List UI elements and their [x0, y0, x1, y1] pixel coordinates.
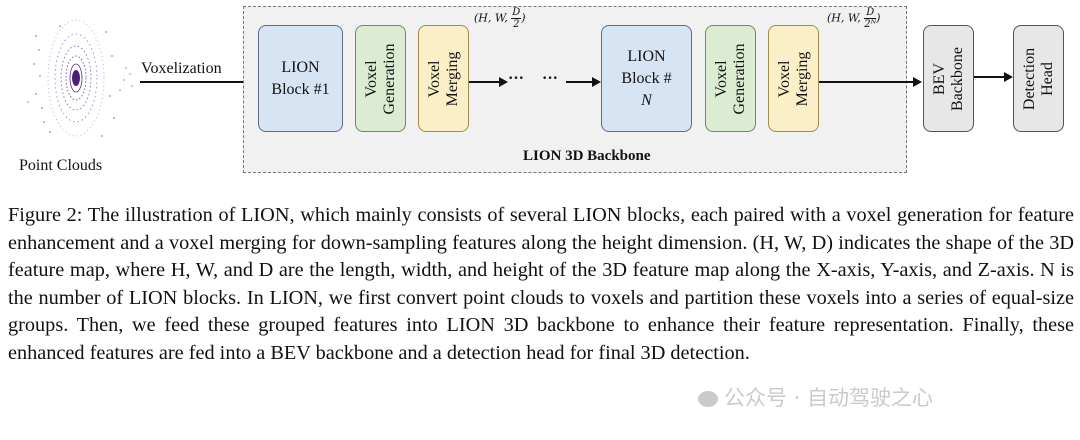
- ellipsis-arrow: [566, 77, 601, 87]
- figure-caption: Figure 2: The illustration of LION, whic…: [8, 202, 1074, 367]
- ellipsis-2: ···: [542, 70, 559, 87]
- ellipsis-1: ···: [508, 70, 525, 87]
- voxel-merging-1: Voxel Merging: [418, 25, 469, 132]
- detection-head: Detection Head: [1013, 25, 1064, 132]
- merging-1-arrow: [469, 77, 508, 87]
- caption-text: Figure 2: The illustration of LION, whic…: [8, 204, 1074, 364]
- watermark: 公众号 · 自动驾驶之心: [698, 382, 933, 412]
- point-cloud-image: [27, 19, 133, 137]
- point-clouds-label: Point Clouds: [19, 157, 103, 174]
- voxelization-label: Voxelization: [141, 60, 222, 77]
- voxelization-arrow: [140, 77, 257, 87]
- voxel-merging-n: Voxel Merging: [768, 25, 819, 132]
- bev-to-head-arrow: [974, 72, 1013, 82]
- voxel-generation-1: Voxel Generation: [355, 25, 406, 132]
- wechat-icon: [698, 391, 718, 407]
- lion-3d-backbone-label: LION 3D Backbone: [523, 148, 651, 164]
- lion-block-n: LION Block #N: [601, 25, 692, 132]
- backbone-output-arrow: [819, 77, 922, 87]
- voxel-generation-n: Voxel Generation: [705, 25, 756, 132]
- bev-backbone: BEV Backbone: [923, 25, 974, 132]
- lion-block-1: LION Block #1: [258, 25, 343, 132]
